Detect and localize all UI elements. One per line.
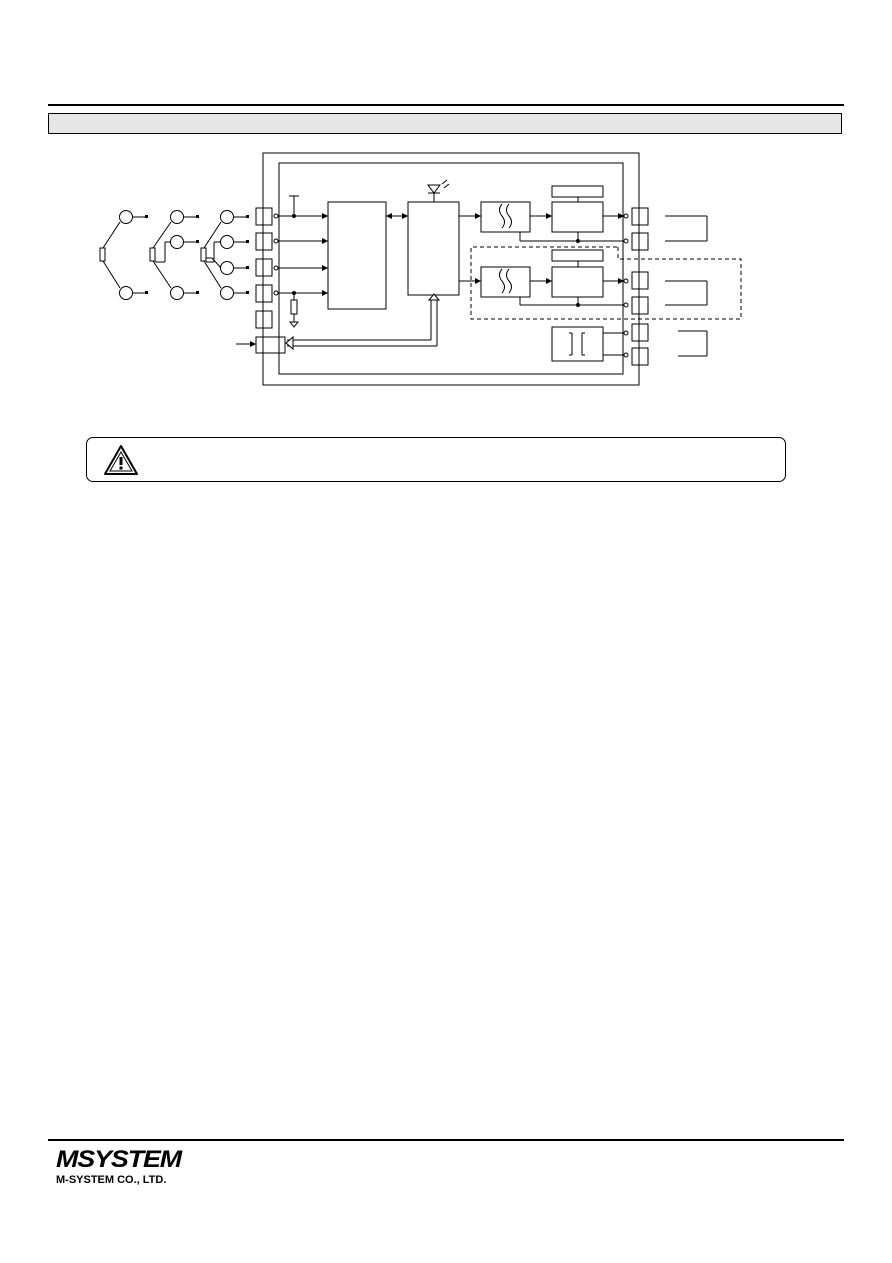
sensor-1	[99, 210, 146, 300]
company-logo: MSYSTEM M-SYSTEM CO., LTD.	[56, 1148, 196, 1188]
output-channel-1	[459, 185, 624, 243]
cpu-block	[407, 201, 460, 296]
warning-box	[86, 437, 786, 482]
footer-rule	[48, 1139, 844, 1141]
section-title-bar	[48, 113, 842, 134]
sensor-3	[200, 210, 247, 300]
option-dashed-box	[470, 246, 742, 320]
housing-inner	[278, 162, 624, 375]
housing-outer	[262, 152, 640, 386]
adc-block	[327, 201, 387, 310]
external-wiring	[665, 215, 708, 357]
input-lines	[273, 195, 328, 328]
input-terminals	[236, 207, 286, 354]
power-supply	[551, 326, 624, 362]
top-rule	[48, 104, 844, 106]
warning-triangle-icon	[104, 445, 138, 475]
sensor-2	[149, 210, 197, 300]
output-channel-2	[459, 249, 624, 307]
output-terminals	[623, 207, 649, 366]
logo-mark: MSYSTEM	[56, 1146, 182, 1173]
block-diagram	[99, 152, 742, 386]
led-indicator	[427, 179, 450, 202]
terminal-dots	[145, 213, 624, 347]
company-name: M-SYSTEM CO., LTD.	[56, 1174, 167, 1186]
